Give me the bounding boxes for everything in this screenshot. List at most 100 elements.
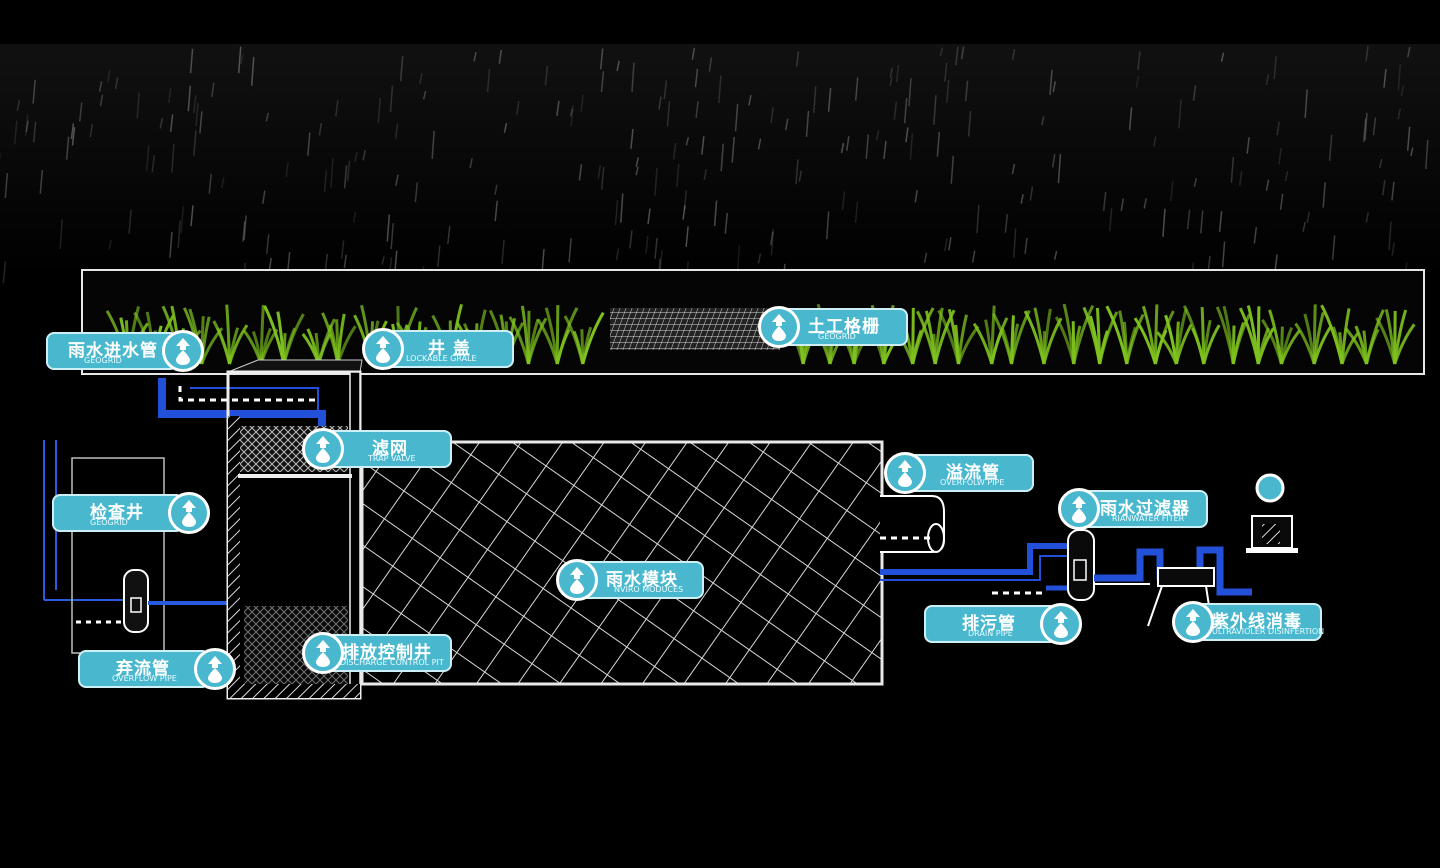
storage-tank-base bbox=[1246, 548, 1298, 553]
rain-drop bbox=[569, 108, 574, 117]
label-en: GEOGRID bbox=[818, 332, 856, 341]
rain-drop bbox=[568, 238, 572, 263]
rain-drop bbox=[1052, 81, 1056, 93]
label-uv-disinfection[interactable]: 紫外线消毒 ULTRAVIOLER DISINFERTION bbox=[1172, 601, 1325, 643]
rain-drop bbox=[1153, 136, 1157, 147]
rain-drop bbox=[145, 145, 150, 171]
label-en: OVERFLOW PIPE bbox=[112, 674, 177, 683]
rain-drop bbox=[658, 96, 662, 110]
rain-drop bbox=[654, 167, 658, 196]
rain-drop bbox=[785, 118, 789, 131]
label-zh: 雨水过滤器 bbox=[1100, 499, 1190, 519]
label-drain-pipe[interactable]: 排污管 DRAIN PIPE bbox=[924, 603, 1082, 645]
overflow-pipe-end bbox=[927, 523, 945, 553]
rain-drop bbox=[469, 158, 473, 169]
rain-drop bbox=[1108, 207, 1113, 232]
outlet-pipe-to-filter bbox=[880, 543, 1070, 575]
rain-drop bbox=[1192, 85, 1197, 101]
rain-drop bbox=[875, 130, 880, 141]
status-indicator bbox=[1255, 473, 1285, 503]
rain-drop bbox=[242, 221, 246, 242]
label-zh: 雨水模块 bbox=[606, 570, 678, 590]
label-geogrid[interactable]: 土工格栅 GEOGRID bbox=[758, 306, 908, 348]
rain-drop bbox=[419, 73, 423, 84]
rain-drop bbox=[1024, 237, 1028, 254]
water-drop-arrow-icon bbox=[758, 306, 800, 348]
rain-drop bbox=[1230, 157, 1235, 183]
label-diversion-pipe[interactable]: 弃流管 OVERFLOW PIPE bbox=[78, 648, 236, 690]
rain-drop bbox=[343, 165, 348, 189]
storage-tank-fill bbox=[1262, 524, 1280, 544]
filter-shelf bbox=[238, 474, 352, 478]
pit-left-hatch bbox=[228, 416, 240, 698]
rain-drop bbox=[672, 142, 677, 160]
rain-drop bbox=[1170, 181, 1174, 202]
grass-blade bbox=[581, 311, 605, 365]
label-en: DISCHARGE CONTROL PIT bbox=[340, 658, 444, 667]
label-filter-screen[interactable]: 滤网 TRAP VALVE bbox=[302, 428, 452, 470]
rain-drop bbox=[883, 140, 887, 160]
rain-drop bbox=[195, 102, 199, 127]
label-en: OVERFOLW PIPE bbox=[940, 478, 1005, 487]
grass-blade bbox=[1098, 311, 1119, 365]
rain-drop bbox=[377, 98, 381, 123]
rain-drop bbox=[676, 163, 680, 187]
inlet-pipe bbox=[158, 378, 326, 430]
rain-drop bbox=[39, 169, 44, 194]
label-en: LOCKABLE GRALE bbox=[406, 354, 477, 363]
rain-drop bbox=[964, 80, 969, 102]
rain-streaks bbox=[0, 46, 1429, 290]
label-overflow-pipe-right[interactable]: 溢流管 OVERFOLW PIPE bbox=[884, 452, 1034, 494]
rain-drop bbox=[265, 234, 270, 254]
rain-drop bbox=[629, 230, 633, 249]
rain-drop bbox=[199, 111, 203, 134]
rain-drop bbox=[501, 239, 505, 265]
inspection-valve bbox=[130, 597, 142, 613]
rain-drop bbox=[79, 102, 83, 122]
rain-drop bbox=[1278, 148, 1282, 165]
rain-drop bbox=[193, 95, 197, 114]
rain-drop bbox=[108, 239, 112, 250]
label-inspection-well[interactable]: 检查井 GEOGRID bbox=[52, 492, 210, 534]
label-rain-filter[interactable]: 雨水过滤器 RIANWATER FITER bbox=[1058, 488, 1208, 530]
rain-drop bbox=[1102, 191, 1107, 212]
rain-drop bbox=[955, 46, 959, 66]
inspection-cylinder bbox=[123, 569, 149, 633]
rain-drop bbox=[187, 85, 192, 112]
rain-drop bbox=[494, 200, 498, 222]
label-zh: 紫外线消毒 bbox=[1212, 612, 1302, 632]
rain-drop bbox=[211, 82, 215, 97]
rain-drop bbox=[645, 235, 649, 254]
rain-drop bbox=[318, 122, 323, 136]
rain-drop bbox=[1218, 211, 1223, 232]
rain-drop bbox=[1246, 137, 1250, 154]
rain-drop bbox=[936, 132, 941, 157]
label-inlet-pipe[interactable]: 雨水进水管 GEOGRID bbox=[46, 330, 204, 372]
label-discharge-well[interactable]: 排放控制井 DISCHARGE CONTROL PIT bbox=[302, 632, 452, 674]
grass-blade bbox=[1202, 324, 1221, 365]
rain-drop bbox=[1410, 147, 1414, 157]
rain-drop bbox=[734, 103, 739, 132]
label-en: GEOGRID bbox=[84, 356, 122, 365]
rain-drop bbox=[1051, 154, 1056, 168]
rain-drop bbox=[731, 136, 735, 163]
rain-drop bbox=[25, 120, 29, 133]
rain-drop bbox=[620, 193, 624, 223]
rain-drop bbox=[343, 254, 348, 269]
grass-blade bbox=[1153, 310, 1175, 365]
rain-drop bbox=[685, 137, 690, 146]
label-manhole-cover[interactable]: 井 盖 LOCKABLE GRALE bbox=[362, 328, 514, 370]
label-zh: 溢流管 bbox=[946, 463, 1000, 483]
rain-drop bbox=[795, 159, 799, 185]
rain-drop bbox=[813, 86, 817, 113]
rain-drop bbox=[1407, 46, 1411, 58]
label-zh: 滤网 bbox=[372, 439, 408, 459]
rain-drop bbox=[614, 200, 619, 226]
rain-drop bbox=[1199, 210, 1204, 234]
rain-drop bbox=[1265, 74, 1270, 85]
label-rain-module[interactable]: 雨水模块 NVIRO MODUCES bbox=[556, 559, 704, 601]
rain-drop bbox=[136, 92, 140, 119]
rain-drop bbox=[1186, 209, 1191, 230]
label-en: ULTRAVIOLER DISINFERTION bbox=[1212, 627, 1325, 636]
rain-drop bbox=[1306, 211, 1310, 223]
